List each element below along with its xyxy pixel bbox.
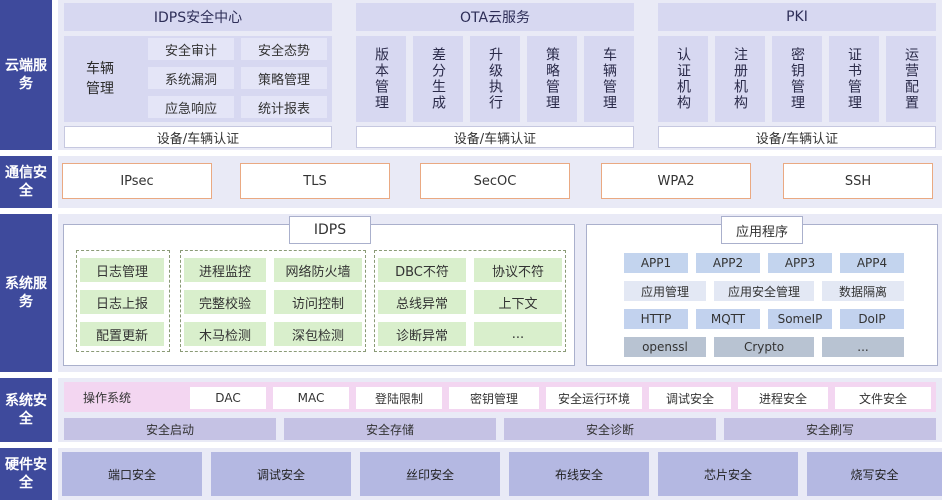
idps-group-bus	[374, 250, 566, 352]
protocol-ipsec: IPsec	[62, 163, 212, 199]
pki-item: 认证机构	[658, 36, 708, 122]
hardware-item: 调试安全	[211, 452, 351, 496]
app-item: APP2	[696, 253, 760, 273]
idps-log-item: 配置更新	[80, 322, 164, 346]
protocol-item: HTTP	[624, 309, 688, 329]
os-security-item: 调试安全	[649, 387, 731, 409]
ota-cloud-title: OTA云服务	[356, 3, 634, 31]
idps-host-item: 深包检测	[274, 322, 362, 346]
idps-bus-item: DBC不符	[378, 258, 466, 282]
os-security-item: 登陆限制	[356, 387, 442, 409]
side-label-system-security: 系统安全	[0, 378, 52, 442]
pki-title: PKI	[658, 3, 936, 31]
ota-item: 差分生成	[413, 36, 463, 122]
ota-item: 版本管理	[356, 36, 406, 122]
side-label-comm: 通信安全	[0, 156, 52, 208]
pki-item: 证书管理	[829, 36, 879, 122]
idps-center-item: 策略管理	[241, 67, 327, 89]
hardware-item: 布线安全	[509, 452, 649, 496]
idps-host-item: 完整校验	[184, 290, 266, 314]
pki-item: 密钥管理	[772, 36, 822, 122]
ota-item: 升级执行	[470, 36, 520, 122]
idps-bus-item: 总线异常	[378, 290, 466, 314]
secure-storage: 安全存储	[284, 418, 496, 440]
idps-auth-bar: 设备/车辆认证	[64, 126, 332, 148]
os-security-item: DAC	[190, 387, 266, 409]
secure-flashing: 安全刷写	[724, 418, 936, 440]
idps-group-logs	[76, 250, 170, 352]
idps-bus-item: 协议不符	[474, 258, 562, 282]
app-mgmt-item: 应用管理	[624, 281, 706, 301]
idps-host-item: 进程监控	[184, 258, 266, 282]
idps-log-item: 日志管理	[80, 258, 164, 282]
idps-group-host	[180, 250, 366, 352]
idps-center-title: IDPS安全中心	[64, 3, 332, 31]
idps-host-item: 网络防火墙	[274, 258, 362, 282]
ota-item: 策略管理	[527, 36, 577, 122]
pki-item: 运营配置	[886, 36, 936, 122]
apps-frame-title: 应用程序	[721, 216, 803, 244]
protocol-tls: TLS	[240, 163, 390, 199]
library-item: openssl	[624, 337, 706, 357]
idps-center-item: 安全态势	[241, 38, 327, 60]
app-item: APP3	[768, 253, 832, 273]
idps-log-item: 日志上报	[80, 290, 164, 314]
os-security-item: 进程安全	[738, 387, 828, 409]
idps-bus-item: 诊断异常	[378, 322, 466, 346]
os-security-item: 文件安全	[835, 387, 931, 409]
app-mgmt-item: 应用安全管理	[714, 281, 814, 301]
library-item: ...	[822, 337, 904, 357]
library-item: Crypto	[714, 337, 814, 357]
app-item: APP1	[624, 253, 688, 273]
side-label-hardware: 硬件安全	[0, 448, 52, 500]
hardware-item: 端口安全	[62, 452, 202, 496]
side-label-system-service: 系统服务	[0, 214, 52, 372]
idps-bus-item: 上下文	[474, 290, 562, 314]
protocol-secoc: SecOC	[420, 163, 570, 199]
idps-frame-title: IDPS	[289, 216, 371, 244]
pki-item: 注册机构	[715, 36, 765, 122]
idps-center-item: 系统漏洞	[148, 67, 234, 89]
secure-boot: 安全启动	[64, 418, 276, 440]
idps-host-item: 访问控制	[274, 290, 362, 314]
idps-host-item: 木马检测	[184, 322, 266, 346]
secure-diagnosis: 安全诊断	[504, 418, 716, 440]
app-mgmt-item: 数据隔离	[822, 281, 904, 301]
app-item: APP4	[840, 253, 904, 273]
pki-auth-bar: 设备/车辆认证	[658, 126, 936, 148]
hardware-item: 丝印安全	[360, 452, 500, 496]
idps-center-item: 应急响应	[148, 96, 234, 118]
side-label-cloud: 云端服务	[0, 0, 52, 150]
hardware-item: 芯片安全	[658, 452, 798, 496]
hardware-item: 烧写安全	[807, 452, 942, 496]
protocol-item: DoIP	[840, 309, 904, 329]
os-security-item: MAC	[273, 387, 349, 409]
os-security-item: 密钥管理	[449, 387, 539, 409]
idps-bus-item: ...	[474, 322, 562, 346]
os-label: 操作系统	[82, 390, 131, 405]
idps-center-item: 统计报表	[241, 96, 327, 118]
protocol-item: MQTT	[696, 309, 760, 329]
protocol-item: SomeIP	[768, 309, 832, 329]
vehicle-management: 车辆管理	[86, 61, 114, 97]
ota-item: 车辆管理	[584, 36, 634, 122]
protocol-ssh: SSH	[783, 163, 933, 199]
protocol-wpa2: WPA2	[601, 163, 751, 199]
os-security-item: 安全运行环境	[546, 387, 642, 409]
idps-center-item: 安全审计	[148, 38, 234, 60]
ota-auth-bar: 设备/车辆认证	[356, 126, 634, 148]
